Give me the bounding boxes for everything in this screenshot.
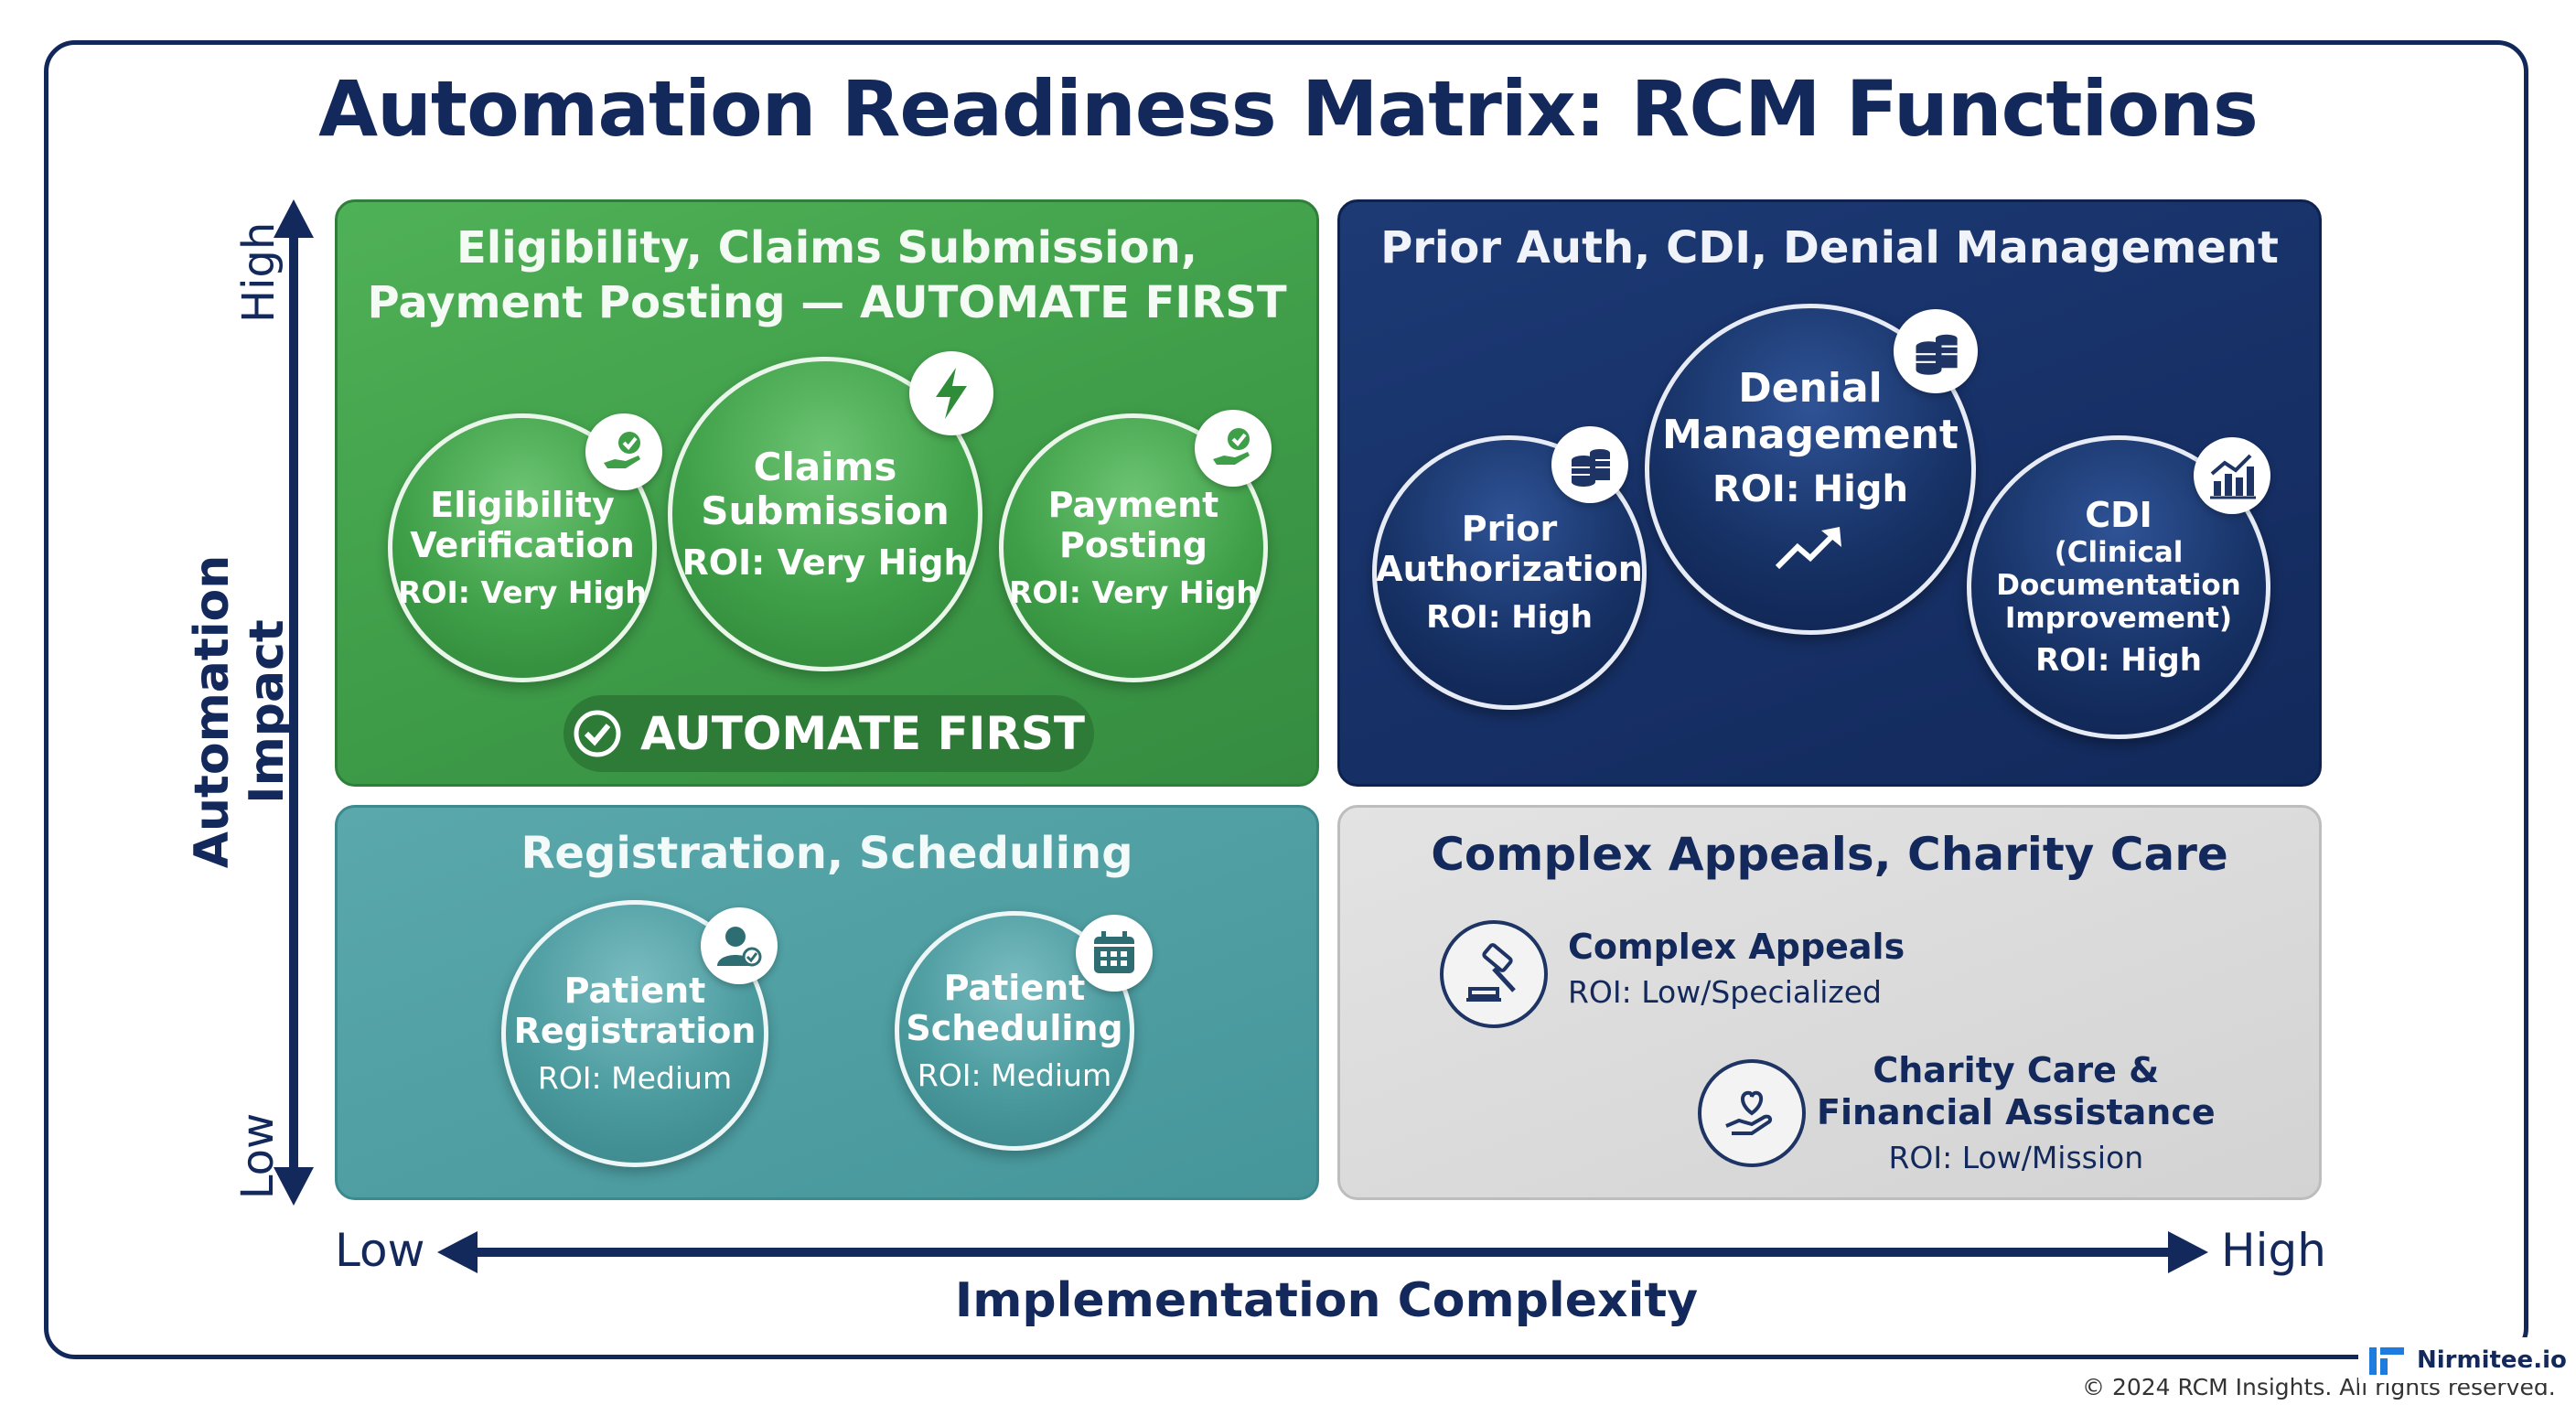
bubble-name-line-2: (Clinical [2054, 536, 2184, 570]
quadrant-title-line-2: Payment Posting — AUTOMATE FIRST [367, 277, 1287, 328]
bubble-patient-registration[interactable]: Patient Registration ROI: Medium [501, 900, 768, 1167]
bubble-roi: ROI: High [1712, 467, 1908, 510]
brand-mark-icon [2369, 1347, 2404, 1375]
bubble-name-line-1: Eligibility [430, 484, 615, 525]
item-roi: ROI: Low/Mission [1888, 1140, 2144, 1175]
item-charity-care[interactable]: Charity Care & Financial Assistance ROI:… [1698, 1050, 2216, 1175]
bubble-roi: ROI: High [2035, 642, 2202, 680]
x-axis-low-label: Low [335, 1224, 425, 1277]
bubble-roi: ROI: Medium [537, 1060, 733, 1097]
item-name-line-2: Financial Assistance [1817, 1092, 2216, 1132]
bubble-roi: ROI: Very High [682, 542, 969, 584]
item-roi: ROI: Low/Specialized [1568, 973, 1882, 1010]
bubble-name-line-1: Payment [1047, 484, 1219, 525]
bubble-name-line-1: Patient [943, 967, 1086, 1008]
quadrant-title: Complex Appeals, Charity Care [1431, 828, 2228, 881]
bubble-name-line-2: Verification [410, 524, 635, 565]
y-axis-low-label: Low [232, 1112, 284, 1200]
coins-icon [1551, 426, 1628, 503]
bubble-name-line-2: Management [1662, 412, 1959, 458]
bubble-name-line-2: Submission [701, 488, 950, 533]
bubble-name-line-2: Authorization [1376, 549, 1643, 589]
bubble-roi: ROI: Medium [917, 1057, 1112, 1094]
item-complex-appeals[interactable]: Complex Appeals ROI: Low/Specialized [1440, 920, 1905, 1028]
bubble-name-line-1: Denial [1738, 365, 1883, 413]
hand-check-icon [1195, 410, 1272, 487]
bubble-eligibility-verification[interactable]: Eligibility Verification ROI: Very High [388, 413, 657, 682]
bubble-name-line-2: Posting [1058, 524, 1208, 565]
pill-label: AUTOMATE FIRST [640, 707, 1085, 760]
bubble-name-line-1: Claims [753, 444, 897, 489]
automate-first-pill: AUTOMATE FIRST [564, 695, 1094, 772]
quadrant-title-line-1: Eligibility, Claims Submission, [456, 222, 1198, 273]
y-axis-high-label: High [233, 221, 284, 323]
calendar-icon [1076, 915, 1153, 992]
user-check-icon [701, 907, 778, 984]
item-name-line-1: Charity Care & [1873, 1050, 2160, 1090]
page-title: Automation Readiness Matrix: RCM Functio… [318, 64, 2259, 154]
x-axis-high-label: High [2221, 1224, 2326, 1277]
quadrant-title: Prior Auth, CDI, Denial Management [1380, 222, 2279, 273]
heart-hand-icon [1698, 1058, 1806, 1167]
bubble-name-line-2: Registration [513, 1010, 757, 1051]
bubble-prior-authorization[interactable]: Prior Authorization ROI: High [1372, 435, 1647, 710]
bubble-roi: ROI: Very High [1009, 574, 1258, 611]
bubble-name-line-4: Improvement) [2004, 601, 2233, 635]
x-axis-arrow [437, 1231, 2208, 1273]
brand-name: Nirmitee.io [2417, 1346, 2567, 1374]
check-circle-icon [574, 710, 621, 757]
bubble-name-line-1: Prior [1461, 509, 1558, 550]
bubble-name-line-1: Patient [564, 970, 706, 1011]
bubble-name-main: CDI [2085, 494, 2152, 535]
lightning-icon [909, 351, 993, 435]
coins-icon [1894, 309, 1978, 393]
item-name: Complex Appeals [1568, 926, 1905, 967]
y-axis-title: Automation Impact [185, 554, 295, 869]
bubble-name-line-3: Documentation [1996, 569, 2241, 603]
bubble-roi: ROI: High [1426, 598, 1593, 636]
x-axis-title: Implementation Complexity [954, 1273, 1699, 1328]
hand-check-icon [585, 413, 662, 490]
quadrant-title: Registration, Scheduling [521, 828, 1133, 879]
gavel-icon [1440, 920, 1548, 1028]
bubble-patient-scheduling[interactable]: Patient Scheduling ROI: Medium [895, 911, 1134, 1151]
bubble-roi: ROI: Very High [398, 574, 647, 611]
brand-logo: Nirmitee.io [2358, 1337, 2576, 1383]
quadrant-registration-scheduling: Registration, Scheduling [335, 805, 1319, 1200]
bar-chart-icon [2194, 437, 2270, 514]
y-axis-arrow [274, 199, 314, 1206]
bubble-name-line-2: Scheduling [906, 1007, 1123, 1048]
trend-up-icon [1775, 526, 1841, 569]
